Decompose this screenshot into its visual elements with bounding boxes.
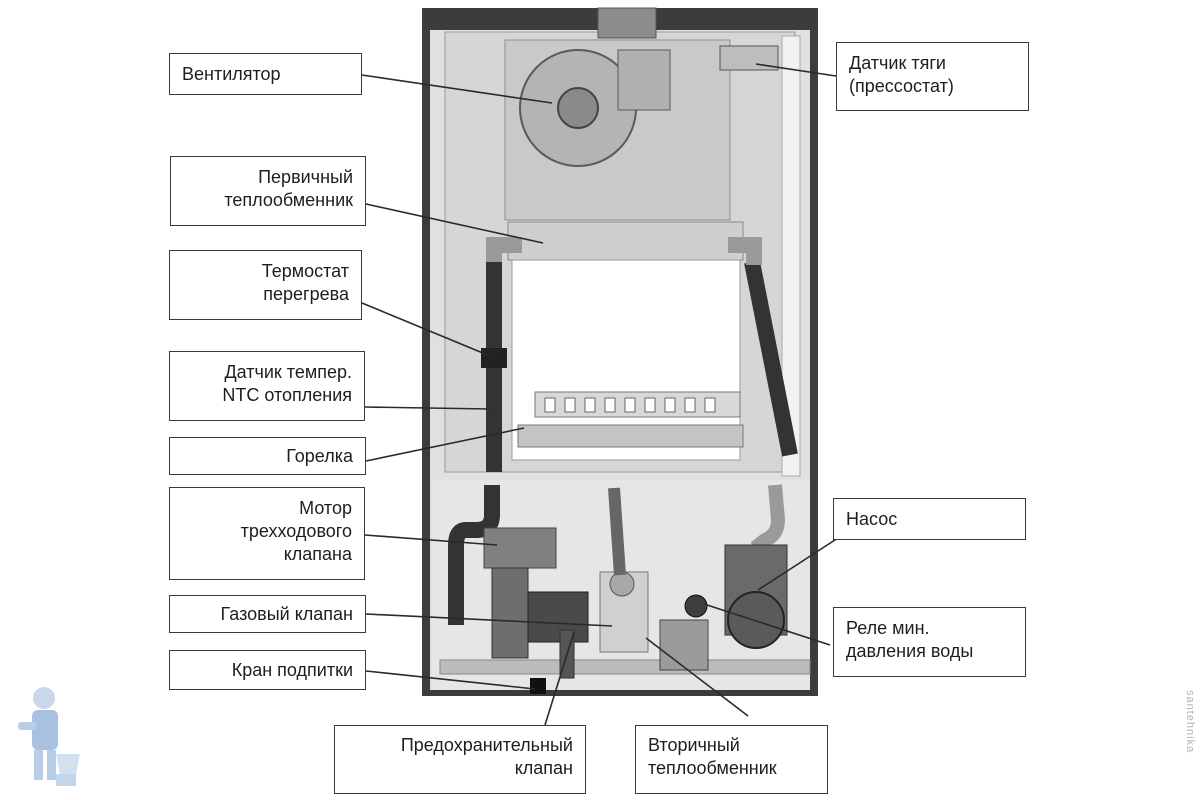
fan-hub bbox=[557, 87, 599, 129]
leader-min-pressure bbox=[703, 603, 831, 646]
right-pipe-elbow bbox=[728, 237, 762, 265]
leader-secondary-exchanger bbox=[645, 637, 749, 717]
label-gas-valve: Газовый клапан bbox=[169, 595, 366, 633]
burner-flames bbox=[544, 397, 716, 413]
label-draft-sensor-line-1: Датчик тяги bbox=[849, 53, 946, 73]
label-secondary-exchanger: Вторичный теплообменник bbox=[635, 725, 828, 794]
gas-supply-pipe bbox=[608, 487, 626, 576]
burner-manifold bbox=[517, 424, 744, 448]
primary-exchanger-band bbox=[507, 221, 744, 261]
base-plate bbox=[439, 659, 811, 675]
pump-rotor bbox=[727, 591, 785, 649]
label-makeup-tap-line-1: Кран подпитки bbox=[231, 660, 353, 680]
leader-makeup-tap bbox=[365, 670, 536, 690]
label-min-pressure-relay: Реле мин. давления воды bbox=[833, 607, 1026, 677]
plumber-logo-icon bbox=[18, 687, 80, 786]
leader-burner bbox=[365, 427, 525, 462]
label-secondary-exchanger-line-2: теплообменник bbox=[648, 758, 777, 778]
label-gas-valve-line-1: Газовый клапан bbox=[220, 604, 353, 624]
label-secondary-exchanger-line-1: Вторичный bbox=[648, 735, 740, 755]
label-overheat-thermostat-line-2: перегрева bbox=[263, 284, 349, 304]
left-return-pipe bbox=[448, 485, 500, 625]
three-way-motor-icon bbox=[483, 527, 557, 569]
label-ntc-sensor-line-2: NTC отопления bbox=[222, 385, 352, 405]
leader-safety-valve bbox=[544, 631, 575, 726]
left-pipe-elbow bbox=[486, 237, 522, 262]
label-primary-exchanger-line-2: теплообменник bbox=[224, 190, 353, 210]
label-three-way-motor-line-3: клапана bbox=[283, 544, 352, 564]
boiler-right-wall bbox=[781, 35, 801, 477]
label-safety-valve-line-2: клапан bbox=[514, 758, 573, 778]
leader-gas-valve bbox=[365, 613, 613, 627]
label-min-pressure-relay-line-2: давления воды bbox=[846, 641, 974, 661]
label-ntc-sensor-line-1: Датчик темпер. bbox=[224, 362, 352, 382]
label-pump: Насос bbox=[833, 498, 1026, 540]
gas-valve-knob bbox=[609, 571, 635, 597]
leader-pump bbox=[757, 537, 839, 591]
label-safety-valve: Предохранительный клапан bbox=[334, 725, 586, 794]
label-burner-line-1: Горелка bbox=[286, 446, 353, 466]
label-draft-sensor: Датчик тяги (прессостат) bbox=[836, 42, 1029, 111]
label-primary-exchanger: Первичный теплообменник bbox=[170, 156, 366, 226]
label-ntc-sensor: Датчик темпер. NTC отопления bbox=[169, 351, 365, 421]
watermark: santehnika bbox=[1184, 690, 1196, 754]
gas-valve-icon bbox=[527, 591, 589, 643]
label-overheat-thermostat-line-1: Термостат bbox=[261, 261, 349, 281]
label-primary-exchanger-line-1: Первичный bbox=[258, 167, 353, 187]
label-three-way-motor: Мотор трехходового клапана bbox=[169, 487, 365, 580]
leader-primary-exchanger bbox=[365, 203, 544, 244]
leader-ntc bbox=[364, 406, 491, 410]
leader-overheat-thermostat bbox=[361, 302, 491, 357]
label-overheat-thermostat: Термостат перегрева bbox=[169, 250, 362, 320]
leader-draft-sensor bbox=[755, 63, 837, 77]
right-pipe bbox=[744, 260, 798, 457]
secondary-exchanger-icon bbox=[659, 619, 709, 671]
flue-pipe bbox=[597, 7, 657, 39]
fan-outlet bbox=[617, 49, 671, 111]
label-fan-line-1: Вентилятор bbox=[182, 64, 281, 84]
label-three-way-motor-line-2: трехходового bbox=[240, 521, 352, 541]
label-fan: Вентилятор bbox=[169, 53, 362, 95]
label-draft-sensor-line-2: (прессостат) bbox=[849, 76, 954, 96]
label-pump-line-1: Насос bbox=[846, 509, 898, 529]
leader-three-way bbox=[364, 534, 498, 546]
label-safety-valve-line-1: Предохранительный bbox=[400, 735, 573, 755]
min-pressure-relay-icon bbox=[684, 594, 708, 618]
leader-lines bbox=[361, 63, 839, 726]
right-flow-pipe bbox=[750, 484, 786, 554]
three-way-valve-body bbox=[491, 567, 529, 659]
makeup-tap-icon bbox=[530, 678, 546, 694]
label-burner: Горелка bbox=[169, 437, 366, 475]
label-makeup-tap: Кран подпитки bbox=[169, 650, 366, 690]
label-three-way-motor-line-1: Мотор bbox=[299, 498, 352, 518]
label-min-pressure-relay-line-1: Реле мин. bbox=[846, 618, 930, 638]
overheat-thermostat-icon bbox=[481, 348, 507, 368]
leader-fan bbox=[361, 74, 553, 104]
